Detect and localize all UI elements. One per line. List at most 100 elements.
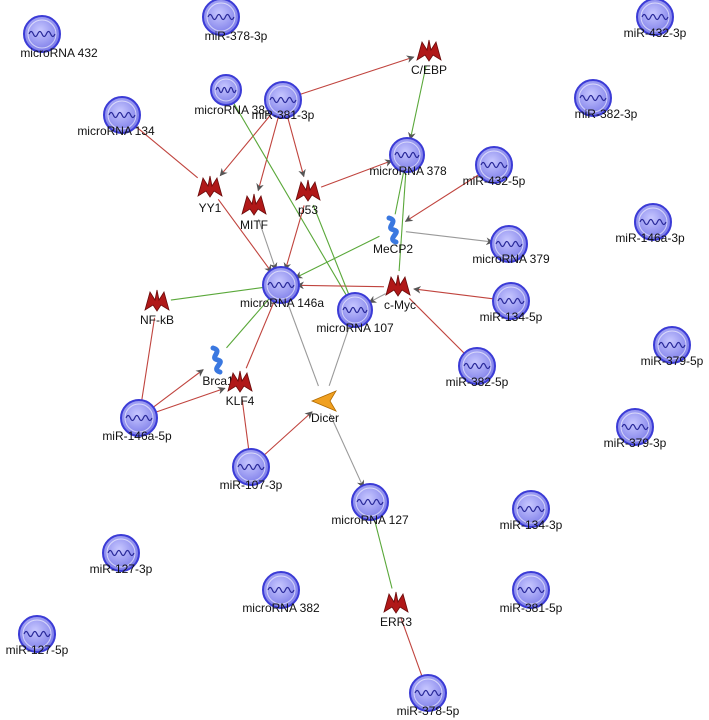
mirna-inner-ring — [393, 141, 421, 169]
edge-mir-382-5p-to-c-myc — [408, 297, 468, 357]
node-label: miR-382-3p — [575, 107, 638, 121]
node-mir-381-3p[interactable]: miR-381-3p — [252, 81, 315, 122]
mirna-inner-ring — [516, 575, 546, 605]
transcription-factor-icon — [295, 179, 321, 202]
mirna-inner-ring — [206, 2, 236, 32]
mirna-inner-ring — [341, 296, 369, 324]
mirna-inner-ring — [106, 538, 136, 568]
node-mir-382-5p[interactable]: miR-382-5p — [446, 347, 509, 389]
node-label: microRNA 432 — [20, 46, 98, 60]
node-label: miR-146a-5p — [102, 429, 172, 443]
node-label: miR-134-3p — [500, 518, 563, 532]
node-mir-127-5p[interactable]: miR-127-5p — [6, 615, 69, 657]
rna-strand-icon — [517, 505, 545, 513]
node-mir-379-5p[interactable]: miR-379-5p — [641, 326, 704, 368]
node-label: microRNA 379 — [472, 252, 550, 266]
node-mir-432-3p[interactable]: miR-432-3p — [624, 0, 687, 40]
mirna-inner-ring — [657, 330, 687, 360]
node-mir-379-3p[interactable]: miR-379-3p — [604, 408, 667, 450]
node-label: microRNA 146a — [240, 296, 324, 310]
node-err3[interactable]: ERR3 — [380, 591, 412, 629]
mirna-inner-ring — [268, 85, 298, 115]
node-mir-127-3p[interactable]: miR-127-3p — [90, 534, 153, 576]
node-mir-134-5p[interactable]: miR-134-5p — [480, 282, 543, 324]
node-mecp2[interactable]: MeCP2 — [373, 215, 413, 256]
node-c-myc[interactable]: c-Myc — [384, 274, 416, 312]
edge-mir-381-3p-to-p53 — [286, 113, 306, 178]
node-mir-381-5p[interactable]: miR-381-5p — [500, 571, 563, 615]
node-label: miR-146a-3p — [615, 231, 685, 245]
node-label: MeCP2 — [373, 242, 413, 256]
node-label: NF-kB — [140, 313, 174, 327]
node-microrna-432[interactable]: microRNA 432 — [20, 15, 98, 60]
node-microrna-379[interactable]: microRNA 379 — [472, 225, 550, 266]
edge-mecp2-to-microrna-379 — [405, 231, 494, 246]
rna-strand-icon — [23, 630, 51, 638]
node-mir-378-5p[interactable]: miR-378-5p — [397, 674, 460, 718]
node-microrna-381[interactable]: microRNA 381 — [194, 74, 272, 117]
node-label: Dicer — [311, 411, 339, 425]
rna-strand-icon — [639, 218, 667, 226]
edge-mir-381-3p-to-c-ebp — [296, 55, 415, 97]
edge-mir-107-3p-to-klf4 — [241, 398, 250, 454]
node-dicer[interactable]: Dicer — [310, 390, 339, 425]
node-microrna-378[interactable]: microRNA 378 — [369, 137, 447, 178]
node-mir-134-3p[interactable]: miR-134-3p — [500, 490, 563, 532]
transcription-factor-icon — [383, 591, 409, 614]
mirna-inner-ring — [638, 207, 668, 237]
node-klf4[interactable]: KLF4 — [226, 370, 255, 408]
node-mitf[interactable]: MITF — [240, 193, 268, 232]
node-yy1[interactable]: YY1 — [197, 175, 223, 215]
rna-strand-icon — [342, 306, 368, 314]
node-microrna-146a[interactable]: microRNA 146a — [240, 266, 324, 310]
node-mir-378-3p[interactable]: miR-378-3p — [202, 0, 268, 43]
node-microrna-127[interactable]: microRNA 127 — [331, 483, 409, 527]
node-mir-382-3p[interactable]: miR-382-3p — [574, 79, 638, 121]
rna-strand-icon — [215, 86, 237, 94]
node-label: microRNA 382 — [242, 601, 320, 615]
node-label: C/EBP — [411, 63, 447, 77]
edge-c-myc-to-microrna-107 — [368, 293, 386, 303]
edge-microrna-146a-to-brca1 — [226, 295, 273, 349]
node-mir-146a-5p[interactable]: miR-146a-5p — [102, 399, 172, 443]
rna-strand-icon — [28, 30, 56, 38]
node-label: microRNA 134 — [77, 124, 155, 138]
node-label: p53 — [298, 203, 318, 217]
node-brca1[interactable]: Brca1 — [202, 345, 234, 388]
node-label: miR-134-5p — [480, 310, 543, 324]
mirna-inner-ring — [266, 575, 296, 605]
node-microrna-107[interactable]: microRNA 107 — [316, 292, 394, 335]
mirna-inner-ring — [479, 150, 509, 180]
rna-strand-icon — [579, 94, 607, 102]
rna-strand-icon — [621, 423, 649, 431]
node-mir-432-5p[interactable]: miR-432-5p — [463, 146, 526, 188]
mirna-inner-ring — [640, 2, 670, 32]
node-mir-146a-3p[interactable]: miR-146a-3p — [615, 203, 685, 245]
node-label: c-Myc — [384, 298, 416, 312]
rna-strand-icon — [414, 689, 442, 697]
edge-c-ebp-to-microrna-378 — [408, 65, 427, 141]
mirna-inner-ring — [578, 83, 608, 113]
node-microrna-134[interactable]: microRNA 134 — [77, 96, 155, 138]
rna-strand-icon — [237, 463, 265, 471]
transcription-factor-icon — [385, 274, 411, 297]
rna-strand-icon — [356, 498, 384, 506]
node-label: miR-127-5p — [6, 643, 69, 657]
node-label: microRNA 381 — [194, 103, 272, 117]
node-mir-107-3p[interactable]: miR-107-3p — [220, 448, 283, 492]
node-label: YY1 — [199, 201, 222, 215]
edge-p53-to-microrna-378 — [320, 159, 393, 188]
rna-strand-icon — [641, 13, 669, 21]
edge-mir-146a-5p-to-nf-kb — [140, 317, 156, 405]
node-label: miR-378-5p — [397, 704, 460, 718]
node-label: miR-127-3p — [90, 562, 153, 576]
node-microrna-382[interactable]: microRNA 382 — [242, 571, 320, 615]
rna-strand-icon — [394, 151, 420, 159]
rna-strand-icon — [495, 240, 523, 248]
node-c-ebp[interactable]: C/EBP — [411, 39, 447, 77]
node-p53[interactable]: p53 — [295, 179, 321, 217]
rna-strand-icon — [267, 281, 295, 289]
transcription-factor-icon — [227, 370, 253, 393]
node-nf-kb[interactable]: NF-kB — [140, 289, 174, 327]
